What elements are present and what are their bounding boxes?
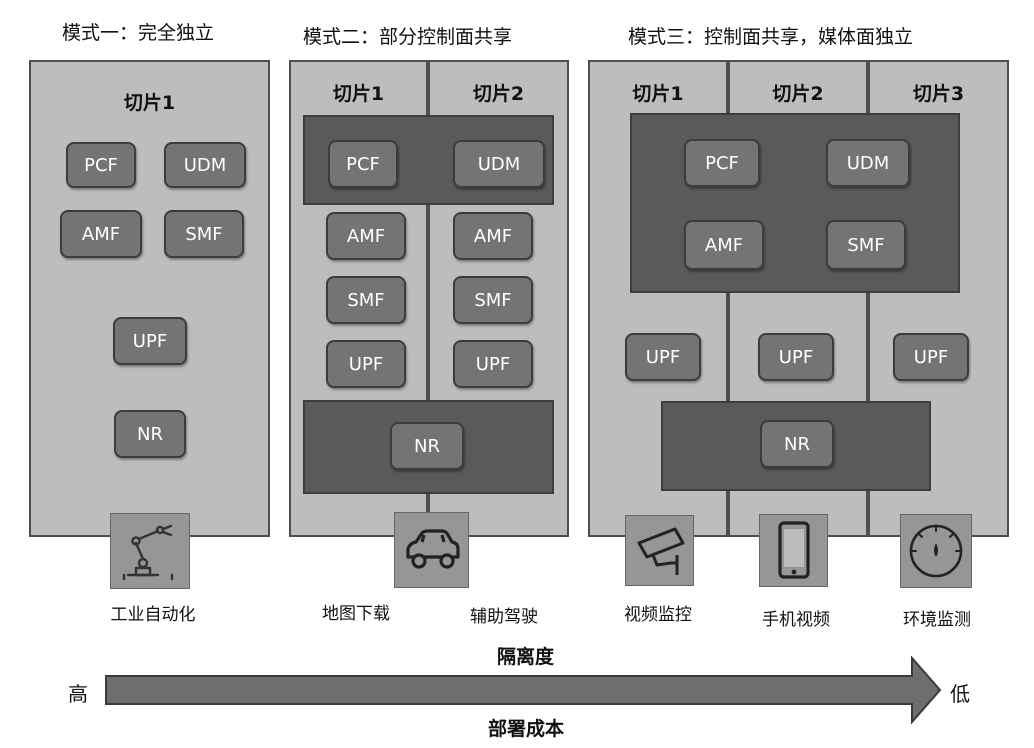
mode2-s2-smf: SMF — [453, 276, 533, 324]
isolation-cost-arrow — [105, 656, 942, 724]
mode2-s2-amf: AMF — [453, 212, 533, 260]
mode2-slice2-label: 切片2 — [472, 83, 525, 105]
mode1-smf: SMF — [164, 210, 244, 258]
isolation-label: 隔离度 — [497, 646, 555, 668]
app-label-map-download: 地图下载 — [322, 604, 390, 624]
gauge-icon — [900, 514, 972, 588]
mode1-amf: AMF — [60, 210, 142, 258]
app-label-industrial-automation: 工业自动化 — [110, 605, 196, 625]
mode2-pcf: PCF — [328, 140, 398, 188]
mode1-upf: UPF — [113, 317, 187, 365]
mode3-s2-upf: UPF — [758, 333, 834, 381]
robot-arm-icon — [110, 513, 190, 589]
mode3-slice1-label: 切片1 — [632, 83, 684, 105]
mode2-s1-smf: SMF — [326, 276, 406, 324]
mode3-s1-upf: UPF — [625, 333, 701, 381]
app-label-environment-monitoring: 环境监测 — [903, 610, 971, 630]
mode3-pcf: PCF — [684, 139, 760, 187]
mode2-s1-amf: AMF — [326, 212, 406, 260]
mode3-shared-control-plane — [630, 113, 960, 293]
smartphone-icon — [759, 514, 828, 587]
mode3-udm: UDM — [826, 139, 910, 187]
mode1-udm: UDM — [164, 142, 246, 188]
mode1-nr: NR — [114, 410, 186, 458]
mode3-nr: NR — [760, 420, 834, 468]
mode3-shared-nr-plane — [661, 401, 931, 491]
mode3-slice2-label: 切片2 — [772, 83, 824, 105]
mode1-title: 模式一：完全独立 — [62, 22, 215, 44]
axis-low-label: 低 — [950, 682, 970, 706]
mode2-udm: UDM — [453, 140, 545, 188]
mode1-slice1 — [29, 60, 270, 537]
mode3-smf: SMF — [826, 220, 906, 270]
app-label-video-surveillance: 视频监控 — [624, 605, 692, 625]
mode3-s3-upf: UPF — [893, 333, 969, 381]
mode2-slice1-label: 切片1 — [332, 83, 385, 105]
mode2-s1-upf: UPF — [326, 340, 406, 388]
security-camera-icon — [625, 515, 694, 586]
mode2-title: 模式二：部分控制面共享 — [303, 26, 513, 48]
mode3-amf: AMF — [684, 220, 764, 270]
mode3-slice3-label: 切片3 — [912, 83, 965, 105]
car-icon — [394, 512, 469, 588]
app-label-mobile-video: 手机视频 — [762, 610, 830, 630]
mode1-pcf: PCF — [66, 142, 136, 188]
deployment-cost-label: 部署成本 — [488, 718, 565, 740]
axis-high-label: 高 — [68, 682, 88, 706]
mode1-slice1-label: 切片1 — [123, 92, 176, 114]
mode3-title: 模式三：控制面共享，媒体面独立 — [628, 26, 914, 48]
mode2-nr: NR — [390, 422, 464, 470]
mode2-s2-upf: UPF — [453, 340, 533, 388]
app-label-assisted-driving: 辅助驾驶 — [470, 607, 538, 627]
